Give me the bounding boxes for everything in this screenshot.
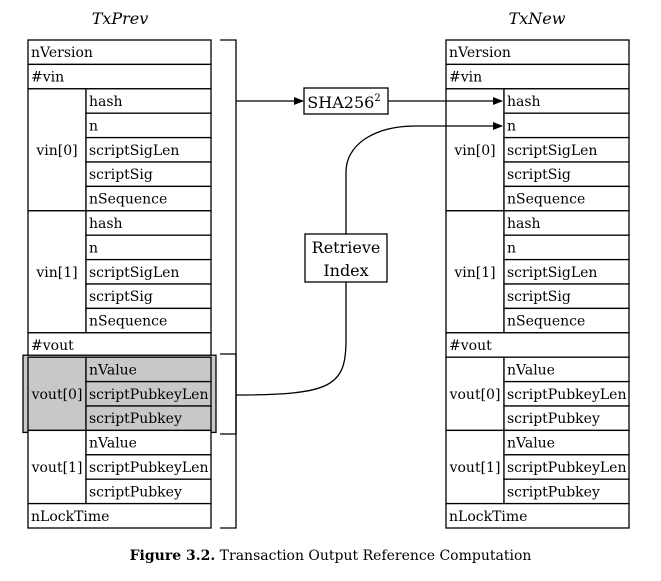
field-label: hash bbox=[507, 216, 541, 232]
row-cell bbox=[27, 502, 212, 529]
group-label: vin[0] bbox=[35, 143, 77, 159]
field-cell bbox=[503, 185, 630, 212]
group-label: vout[1] bbox=[31, 460, 83, 476]
field-cell bbox=[85, 283, 212, 310]
field-cell bbox=[85, 88, 212, 114]
field-label: n bbox=[507, 118, 516, 134]
sha256-label: SHA2562 bbox=[307, 93, 380, 112]
row-label: nLockTime bbox=[31, 509, 109, 525]
group-cell bbox=[27, 210, 87, 334]
field-cell bbox=[85, 258, 212, 285]
tx-prev-bracket bbox=[220, 39, 237, 529]
retrieve-index-line2: Index bbox=[323, 261, 368, 280]
group-label: vout[1] bbox=[449, 460, 501, 476]
field-cell bbox=[85, 429, 212, 456]
field-label: hash bbox=[89, 216, 123, 232]
field-label: scriptSigLen bbox=[507, 265, 597, 281]
retrieve-index-line1: Retrieve bbox=[312, 238, 381, 257]
field-cell bbox=[85, 405, 212, 432]
group-cell bbox=[445, 356, 505, 432]
field-cell bbox=[503, 88, 630, 114]
group-cell bbox=[27, 88, 87, 212]
tx-prev-title: TxPrev bbox=[92, 9, 149, 28]
row-cell bbox=[27, 63, 212, 90]
retrieve-index-box bbox=[304, 233, 388, 283]
field-label: hash bbox=[507, 94, 541, 110]
field-label: scriptSigLen bbox=[507, 143, 597, 159]
field-label: scriptPubkeyLen bbox=[89, 387, 208, 403]
group-cell bbox=[445, 210, 505, 334]
row-label: #vout bbox=[449, 338, 492, 354]
field-label: scriptPubkeyLen bbox=[507, 460, 626, 476]
field-cell bbox=[503, 380, 630, 407]
tx-prev-table: nVersion #vin vin[0] hash n scriptSigLen scrip… bbox=[22, 39, 217, 529]
row-label: nVersion bbox=[449, 45, 511, 61]
field-label: scriptPubkeyLen bbox=[89, 460, 208, 476]
sha256-superscript: 2 bbox=[374, 93, 380, 104]
field-label: scriptPubkey bbox=[89, 411, 182, 427]
field-label: n bbox=[507, 240, 516, 256]
vout0-bracket bbox=[220, 353, 237, 435]
field-cell bbox=[85, 112, 212, 139]
group-label: vout[0] bbox=[449, 387, 501, 403]
row-label: #vin bbox=[449, 70, 482, 86]
field-label: scriptSig bbox=[89, 289, 153, 305]
field-label: scriptPubkey bbox=[89, 484, 182, 500]
field-cell bbox=[503, 234, 630, 261]
field-label: scriptPubkey bbox=[507, 484, 600, 500]
sha256-box bbox=[303, 87, 389, 115]
field-label: scriptSig bbox=[507, 289, 571, 305]
group-label: vin[1] bbox=[35, 265, 77, 281]
row-cell bbox=[445, 332, 630, 358]
field-label: nSequence bbox=[89, 314, 167, 330]
arrow-vout0-to-n bbox=[235, 126, 502, 396]
field-cell bbox=[503, 429, 630, 456]
field-cell bbox=[85, 161, 212, 188]
field-cell bbox=[85, 307, 212, 334]
field-label: nValue bbox=[89, 436, 137, 452]
group-label: vin[1] bbox=[453, 265, 495, 281]
row-label: nLockTime bbox=[449, 509, 527, 525]
field-label: scriptSigLen bbox=[89, 265, 179, 281]
field-label: scriptSig bbox=[507, 167, 571, 183]
row-label: #vin bbox=[31, 70, 64, 86]
row-cell bbox=[27, 39, 212, 66]
figure-caption: Figure 3.2. Transaction Output Reference… bbox=[0, 548, 661, 564]
group-label: vin[0] bbox=[453, 143, 495, 159]
field-cell bbox=[503, 454, 630, 480]
field-label: nSequence bbox=[507, 192, 585, 208]
field-cell bbox=[85, 356, 212, 383]
field-label: n bbox=[89, 118, 98, 134]
field-cell bbox=[85, 380, 212, 407]
group-label: vout[0] bbox=[31, 387, 83, 403]
field-label: hash bbox=[89, 94, 123, 110]
tx-new-title: TxNew bbox=[509, 9, 566, 28]
figure-number: Figure 3.2. bbox=[129, 548, 216, 564]
field-cell bbox=[85, 454, 212, 480]
field-cell bbox=[85, 478, 212, 505]
field-label: n bbox=[89, 240, 98, 256]
field-cell bbox=[503, 112, 630, 139]
field-label: nValue bbox=[507, 362, 555, 378]
field-label: nSequence bbox=[89, 192, 167, 208]
field-label: scriptSig bbox=[89, 167, 153, 183]
row-label: nVersion bbox=[31, 45, 93, 61]
field-label: scriptSigLen bbox=[89, 143, 179, 159]
field-cell bbox=[503, 161, 630, 188]
figure-caption-text: Transaction Output Reference Computation bbox=[219, 548, 532, 564]
row-label: #vout bbox=[31, 338, 74, 354]
field-cell bbox=[85, 234, 212, 261]
field-label: nValue bbox=[89, 362, 137, 378]
group-cell bbox=[27, 429, 87, 505]
tx-new-table: nVersion #vin vin[0] hash n scriptSigLen scrip… bbox=[445, 39, 630, 529]
field-label: nSequence bbox=[507, 314, 585, 330]
field-label: scriptPubkeyLen bbox=[507, 387, 626, 403]
field-label: scriptPubkey bbox=[507, 411, 600, 427]
field-label: nValue bbox=[507, 436, 555, 452]
row-cell bbox=[445, 39, 630, 66]
row-cell bbox=[445, 502, 630, 529]
field-cell bbox=[503, 258, 630, 285]
